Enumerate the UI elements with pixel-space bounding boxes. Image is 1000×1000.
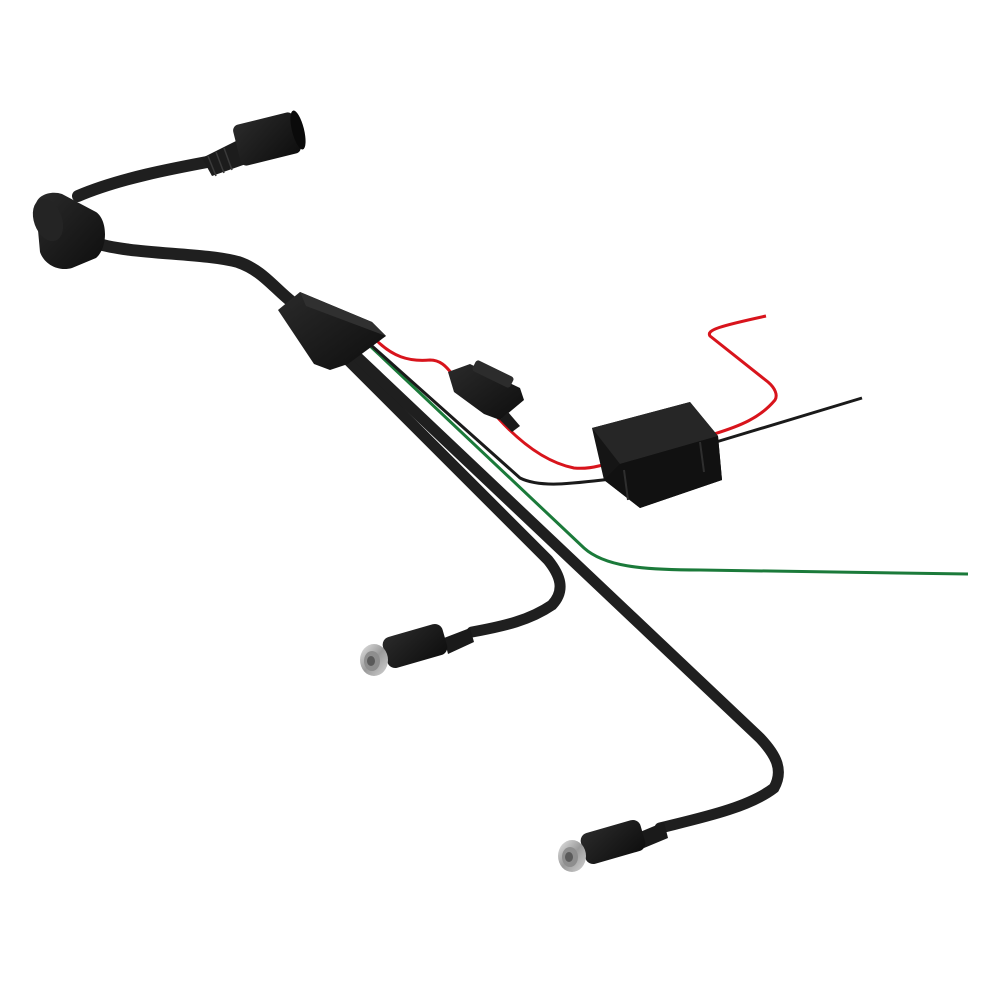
y-splitter-icon [278, 292, 386, 370]
relay-box-icon [592, 314, 863, 508]
dc-plug-icon [202, 110, 306, 177]
aviation-connector-icon [360, 623, 474, 676]
inline-fuse-holder-icon [448, 360, 524, 432]
upper-cable [72, 154, 298, 308]
wire-bundle [334, 342, 969, 834]
aviation-connector-icon [558, 819, 668, 872]
red-wire-to-fuse [374, 338, 454, 375]
ferrite-core-icon [32, 192, 105, 270]
